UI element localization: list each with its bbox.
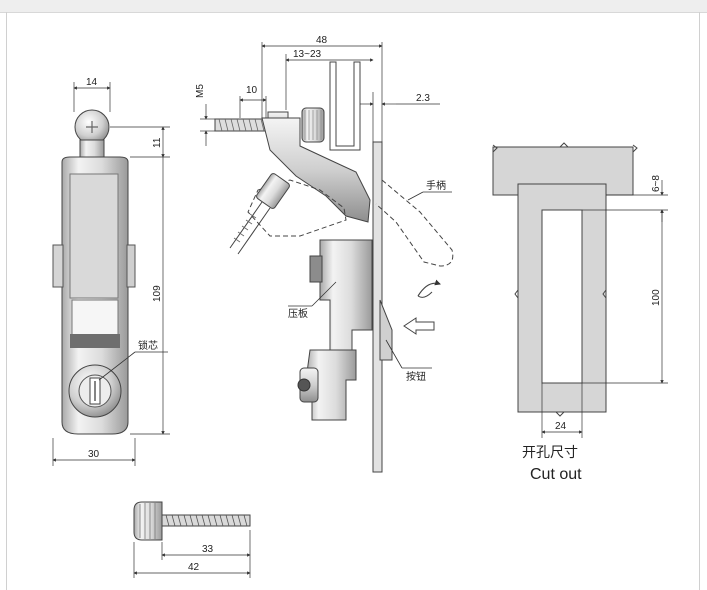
side-ear-right <box>126 244 136 288</box>
dim-total-height: 109 <box>152 285 163 302</box>
rotate-arrow-icon <box>417 279 441 297</box>
lock-housing <box>319 239 373 351</box>
push-arrow-icon <box>403 317 435 335</box>
screw-shank <box>161 514 251 527</box>
lever-arm <box>261 117 371 223</box>
dim-screw-offset: 10 <box>246 85 258 96</box>
label-pressure-plate: 压板 <box>288 307 308 320</box>
handle-recess <box>69 173 119 299</box>
label-button: 按钮 <box>406 370 426 383</box>
dim-width: 24 <box>555 421 567 432</box>
handle-shadow <box>70 334 120 348</box>
label-lock-core: 锁芯 <box>138 339 158 352</box>
cutout-title-cn: 开孔尺寸 <box>522 445 578 461</box>
left-border <box>6 12 7 590</box>
push-button <box>379 299 393 361</box>
right-border <box>699 12 700 590</box>
dim-knob-height: 11 <box>152 137 163 148</box>
dim-panel-range: 13~23 <box>293 49 322 60</box>
pressure-plate <box>309 255 323 283</box>
handle-open-position <box>375 179 454 267</box>
rotated-screw-ghost <box>229 173 347 255</box>
handle-slot <box>71 299 119 337</box>
screw-head <box>133 501 163 541</box>
dim-total-length: 42 <box>188 562 200 573</box>
top-bar <box>0 0 707 13</box>
dim-thread: M5 <box>195 84 206 98</box>
front-view: 锁芯 14 11 109 30 <box>52 77 170 466</box>
threaded-screw <box>214 118 268 132</box>
side-view: 手柄 压板 按钮 48 13~23 10 M5 2.3 <box>195 35 454 473</box>
dim-total-depth: 48 <box>316 35 328 46</box>
screw-view: 33 42 <box>133 501 251 578</box>
cutout-hole <box>541 209 583 384</box>
cutout-view: 6~8 100 24 开孔尺寸 Cut out <box>492 142 668 483</box>
dim-bottom-width: 30 <box>88 449 100 460</box>
knob-cross-icon <box>86 121 98 133</box>
dim-height: 100 <box>651 289 662 306</box>
dim-top-width: 14 <box>86 77 98 88</box>
dim-gap: 6~8 <box>651 175 662 192</box>
side-ear-left <box>52 244 64 288</box>
mounting-bracket <box>329 61 361 151</box>
cutout-title-en: Cut out <box>530 466 582 483</box>
dim-thread-length: 33 <box>202 544 214 555</box>
label-handle: 手柄 <box>426 179 446 192</box>
dim-plate: 2.3 <box>416 93 430 104</box>
